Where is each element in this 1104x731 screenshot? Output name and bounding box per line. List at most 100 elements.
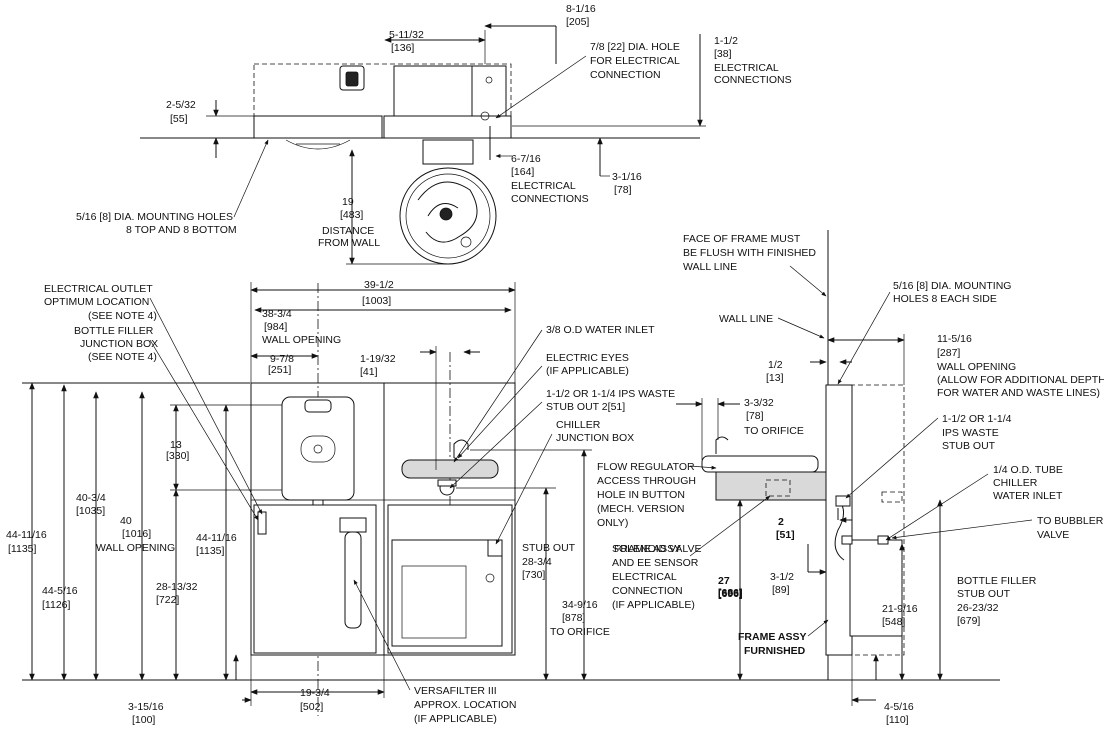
dim-27: 27 — [718, 575, 730, 587]
top-bowl-neck — [422, 139, 474, 165]
side-mount-label-2: HOLES 8 EACH SIDE — [893, 293, 997, 305]
dim-287: [287] — [937, 347, 960, 359]
sol-label-2: AND EE SENSOR — [612, 557, 699, 569]
dim-8-1-16: 8-1/16 — [566, 3, 596, 15]
side-valve-a — [841, 535, 853, 545]
side-mount-label-1: 5/16 [8] DIA. MOUNTING — [893, 280, 1011, 292]
dim-13-side: [13] — [766, 372, 784, 384]
ips-label-3: STUB OUT — [942, 440, 996, 452]
dist-label-1: DISTANCE — [322, 225, 374, 237]
dim-44-11-16-b: 44-11/16 — [196, 532, 237, 544]
hole-label-2: FOR ELECTRICAL — [590, 55, 680, 67]
top-drain-icon — [439, 207, 453, 221]
dim-3-3-32: 3-3/32 — [744, 397, 774, 409]
side-tube-stub — [881, 491, 903, 503]
dim-34-9-16: 34-9/16 — [562, 599, 598, 611]
dim-1016: [1016] — [122, 528, 151, 540]
dim-41: [41] — [360, 366, 378, 378]
chiller-junction-box — [487, 539, 503, 557]
tube-label-2: CHILLER — [993, 477, 1038, 489]
dim-5-11-32: 5-11/32 — [389, 29, 424, 41]
bfjb-label-1: BOTTLE FILLER — [74, 325, 154, 337]
chiller-leader — [495, 433, 553, 545]
outlet-label-3: (SEE NOTE 4) — [88, 310, 157, 322]
side-fountain-body — [715, 471, 827, 501]
side-wall-opening — [825, 384, 905, 656]
wall-opening-label: WALL OPENING — [262, 334, 341, 346]
chiller-grille — [401, 565, 467, 639]
to-bubbler-label-2: VALVE — [1037, 529, 1069, 541]
dim-11-5-16: 11-5/16 — [937, 333, 972, 345]
top-bowl-inner — [405, 173, 491, 259]
chiller-knob — [485, 573, 495, 583]
sol-overlap-a: SOLENOID VALVE — [612, 543, 701, 555]
bottle-filler-spout — [304, 399, 332, 413]
wo-label-3: FOR WATER AND WASTE LINES) — [937, 387, 1100, 399]
side-bubbler — [715, 436, 729, 454]
bfs-label-2: STUB OUT — [957, 588, 1011, 600]
fountain-bubbler — [453, 439, 469, 458]
dim-19: 19 — [342, 196, 354, 208]
ips-label-1: 1-1/2 OR 1-1/4 — [942, 413, 1012, 425]
eyes-leader — [457, 365, 543, 459]
dim-722: [722] — [156, 594, 179, 606]
dim-1035: [1035] — [76, 505, 105, 517]
dim-78: [78] — [614, 184, 632, 196]
outlet-label-1: ELECTRICAL OUTLET — [44, 283, 153, 295]
dim-13: 13 — [170, 439, 182, 451]
chiller-label-1: CHILLER — [556, 419, 601, 431]
waste-leader — [449, 401, 543, 489]
dim-3-1-16: 3-1/16 — [612, 171, 642, 183]
side-view: FACE OF FRAME MUST BE FLUSH WITH FINISHE… — [597, 230, 1104, 726]
sol-overlap-b: FRAME ASSY — [614, 543, 681, 555]
bfjb-label-3: (SEE NOTE 4) — [88, 351, 157, 363]
to-bubbler-label-1: TO BUBBLER — [1037, 515, 1104, 527]
water-inlet-leader — [453, 329, 543, 463]
fountain-neck — [437, 479, 457, 487]
flow-label-2: ACCESS THROUGH — [597, 475, 696, 487]
sol-label-4: CONNECTION — [612, 585, 683, 597]
hole-leader — [495, 55, 587, 119]
frame-label-1: FRAME ASSY — [738, 631, 806, 643]
versafilter-cartridge — [344, 531, 362, 629]
tube-label-3: WATER INLET — [993, 490, 1063, 502]
versa-label-3: (IF APPLICABLE) — [414, 713, 497, 725]
dim-40-3-4: 40-3/4 — [76, 492, 106, 504]
dim-878: [878] — [562, 612, 585, 624]
dim-251: [251] — [268, 364, 291, 376]
mount-label-1: 5/16 [8] DIA. MOUNTING HOLES — [76, 211, 233, 223]
elec2-label-2: CONNECTIONS — [511, 193, 589, 205]
versafilter-head — [339, 517, 367, 533]
dim-51: [51] — [776, 529, 795, 541]
dim-21-9-16: 21-9/16 — [882, 603, 918, 615]
dim-19-3-4: 19-3/4 — [300, 687, 330, 699]
dim-6-7-16: 6-7/16 — [511, 153, 541, 165]
dim-3-15-16: 3-15/16 — [128, 701, 164, 713]
fountain-bowl — [401, 459, 499, 479]
versa-leader — [353, 579, 411, 691]
wall-line-leader — [777, 317, 825, 339]
dim-483: [483] — [340, 209, 363, 221]
dist-label-2: FROM WALL — [318, 237, 380, 249]
wall-opening-2-label: WALL OPENING — [96, 542, 175, 554]
dim-1126: [1126] — [42, 599, 70, 611]
dim-4-5-16: 4-5/16 — [884, 701, 914, 713]
dim-3-1-2: 3-1/2 — [770, 571, 794, 583]
side-mount-leader — [837, 291, 891, 385]
dim-1135-b: [1135] — [196, 545, 224, 557]
dim-28-13-32: 28-13/32 — [156, 581, 198, 593]
sol-label-3: ELECTRICAL — [612, 571, 677, 583]
to-orifice-label: TO ORIFICE — [550, 626, 610, 638]
side-solenoid-box — [765, 479, 791, 497]
dim-38: [38] — [714, 48, 732, 60]
side-chiller — [849, 539, 903, 637]
top-bowl-swirl-b — [427, 203, 459, 217]
mount-leader — [233, 139, 269, 218]
dim-44-11-16: 44-11/16 — [6, 529, 47, 541]
dim-38-3-4: 38-3/4 — [262, 308, 292, 320]
dim-89: [89] — [772, 584, 790, 596]
top-hole-b — [480, 111, 490, 121]
top-view: 5-11/32 [136] 8-1/16 [205] 7/8 [22] DIA.… — [76, 3, 792, 265]
water-inlet-label: 3/8 O.D WATER INLET — [546, 324, 655, 336]
